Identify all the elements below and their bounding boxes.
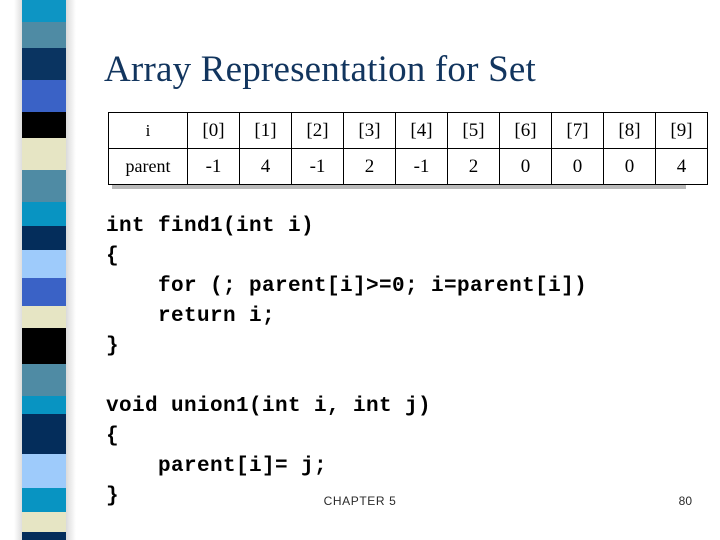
stripe-segment <box>22 170 66 202</box>
page-title: Array Representation for Set <box>104 49 536 90</box>
stripe-segment <box>22 396 66 414</box>
stripe-segment <box>22 532 66 540</box>
code-line: void union1(int i, int j) <box>106 395 432 418</box>
stripe-segment <box>22 22 66 48</box>
code-line: parent[i]= j; <box>106 455 328 478</box>
parent-value-cell: 2 <box>447 148 500 185</box>
stripe-segment <box>22 512 66 532</box>
footer-chapter-label: CHAPTER 5 <box>323 494 397 508</box>
index-header-cell: [4] <box>395 112 448 149</box>
index-header-cell: [0] <box>187 112 240 149</box>
parent-value-cell: -1 <box>395 148 448 185</box>
parent-value-cell: 4 <box>655 148 708 185</box>
stripe-segment <box>22 250 66 278</box>
index-header-cell: [9] <box>655 112 708 149</box>
index-header-cell: [2] <box>291 112 344 149</box>
stripe-segment <box>22 226 66 250</box>
code-line: for (; parent[i]>=0; i=parent[i]) <box>106 275 588 298</box>
index-header-cell: [6] <box>499 112 552 149</box>
stripe-shadow-right <box>64 0 76 540</box>
stripe-segment <box>22 414 66 454</box>
parent-value-cell: 4 <box>239 148 292 185</box>
index-header-cell: [8] <box>603 112 656 149</box>
stripe-shadow-left <box>14 0 24 540</box>
stripe-segment <box>22 364 66 396</box>
stripe-segment <box>22 138 66 170</box>
stripe-segment <box>22 306 66 328</box>
stripe-segment <box>22 202 66 226</box>
stripe-segment <box>22 0 66 22</box>
stripe-segment <box>22 454 66 488</box>
code-line: { <box>106 425 120 448</box>
stripe-segment <box>22 328 66 364</box>
code-line: { <box>106 245 120 268</box>
row-label-index: i <box>108 112 188 149</box>
index-header-cell: [1] <box>239 112 292 149</box>
code-line: return i; <box>106 305 276 328</box>
stripe-segment <box>22 48 66 80</box>
stripe-segment <box>22 112 66 138</box>
left-color-stripe <box>22 0 66 540</box>
parent-value-cell: 0 <box>551 148 604 185</box>
parent-value-cell: 2 <box>343 148 396 185</box>
code-line: } <box>106 485 120 508</box>
index-header-cell: [3] <box>343 112 396 149</box>
index-header-cell: [7] <box>551 112 604 149</box>
footer-page-number: 80 <box>678 494 692 508</box>
parent-value-cell: 0 <box>499 148 552 185</box>
stripe-segment <box>22 278 66 306</box>
union1-code-block: void union1(int i, int j) { parent[i]= j;… <box>106 392 720 512</box>
table-row: i[0][1][2][3][4][5][6][7][8][9] <box>108 112 708 149</box>
index-header-cell: [5] <box>447 112 500 149</box>
parent-value-cell: -1 <box>187 148 240 185</box>
find1-code-block: int find1(int i) { for (; parent[i]>=0; i… <box>106 212 720 362</box>
parent-value-cell: 0 <box>603 148 656 185</box>
stripe-segment <box>22 488 66 512</box>
code-line: int find1(int i) <box>106 215 315 238</box>
parent-value-cell: -1 <box>291 148 344 185</box>
stripe-segment <box>22 80 66 112</box>
row-label-parent: parent <box>108 148 188 185</box>
code-line: } <box>106 335 120 358</box>
